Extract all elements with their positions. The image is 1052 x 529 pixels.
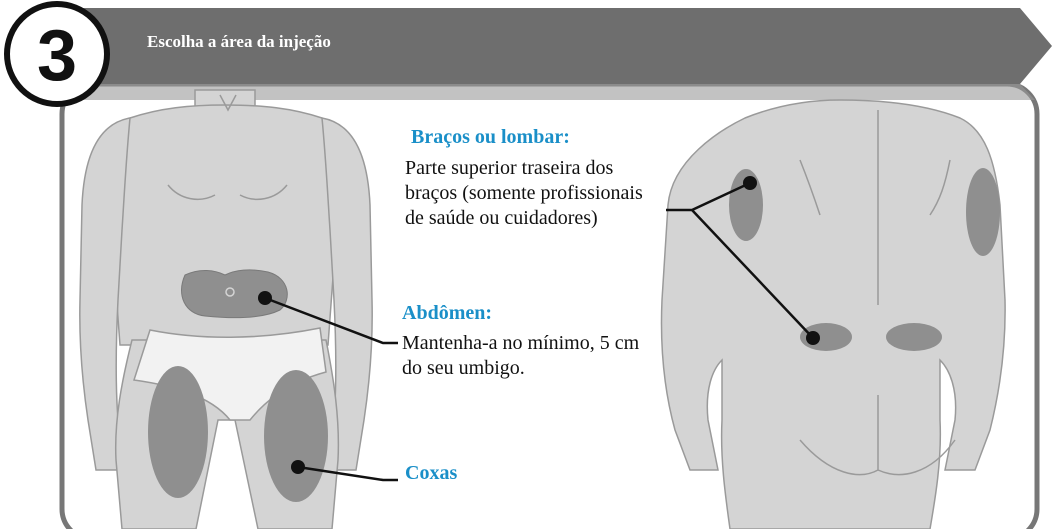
abdomen-description: Mantenha-a no mínimo, 5 cm do seu umbigo… xyxy=(402,332,640,379)
arms-lower-back-title: Braços ou lombar: xyxy=(411,126,570,148)
front-left-arm xyxy=(79,117,131,471)
thighs-pointer xyxy=(297,465,398,482)
back-blade-lines xyxy=(799,159,951,216)
front-right-arm xyxy=(321,117,373,471)
arms-pointer xyxy=(666,181,814,339)
abdomen-pointer xyxy=(264,296,398,345)
front-chest-lines xyxy=(167,184,288,201)
step-title: Escolha a área da injeção xyxy=(147,32,331,51)
left-thigh-zone xyxy=(148,366,208,498)
abdomen-dot xyxy=(258,291,272,305)
back-body xyxy=(660,99,1006,529)
lower-back-right-zone xyxy=(886,323,942,351)
step-number: 3 xyxy=(37,16,77,96)
step-badge xyxy=(4,1,110,107)
thigh-dot xyxy=(291,460,305,474)
step-banner xyxy=(70,8,1052,84)
back-buttock-line xyxy=(799,395,956,476)
lower-back-dot xyxy=(806,331,820,345)
banner-shadow xyxy=(70,84,1035,100)
front-neck-line xyxy=(219,94,237,112)
abdomen-title: Abdômen: xyxy=(402,302,493,324)
navel xyxy=(225,287,235,297)
back-right-arm-zone xyxy=(966,168,1000,256)
arms-description: Parte superior traseira dos braços (some… xyxy=(405,157,643,229)
pointer-lines xyxy=(264,181,814,482)
arm-dot xyxy=(743,176,757,190)
right-thigh-zone xyxy=(264,370,328,502)
back-torso xyxy=(660,99,1006,529)
thighs-title: Coxas xyxy=(405,462,458,484)
